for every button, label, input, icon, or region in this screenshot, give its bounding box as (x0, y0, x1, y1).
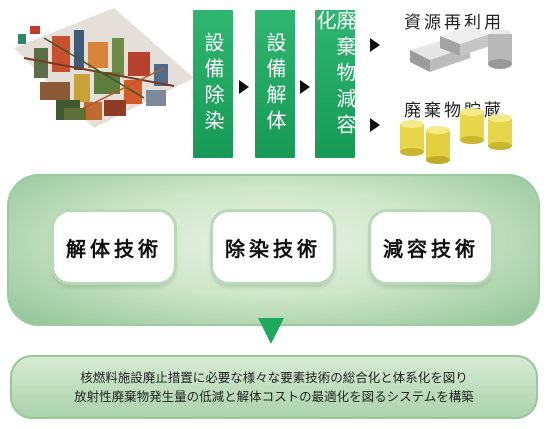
recycled-material-icon (410, 26, 512, 72)
plant-model-image (14, 8, 194, 128)
tech-label: 除染技術 (225, 236, 321, 261)
arrow-right-icon (370, 38, 380, 52)
arrow-right-icon (370, 118, 380, 132)
arrow-right-icon (239, 80, 249, 94)
technology-panel: 解体技術 除染技術 減容技術 (7, 174, 540, 326)
tech-card-dismantling: 解体技術 (54, 212, 174, 282)
tech-card-decontamination: 除染技術 (213, 212, 333, 282)
summary-line-2: 放射性廃棄物発生量の低減と解体コストの最適化を図るシステムを構築 (74, 389, 474, 404)
waste-drums-icon (400, 108, 512, 164)
arrow-right-icon (300, 80, 310, 94)
step-box-decontamination: 設備除染 (193, 10, 233, 158)
step-label: 設備除染 (201, 32, 225, 136)
output-label-reuse: 資源再利用 (404, 13, 504, 33)
step-label: 設備解体 (263, 32, 287, 136)
summary-line-1: 核燃料施設廃止措置に必要な様々な要素技術の総合化と体系化を図り (80, 370, 468, 385)
tech-card-volume-reduction: 減容技術 (371, 212, 491, 282)
step-label: 廃棄物減容化 (313, 10, 357, 140)
arrow-down-icon (258, 318, 284, 344)
tech-label: 減容技術 (383, 236, 479, 261)
step-box-dismantling: 設備解体 (255, 10, 295, 158)
tech-label: 解体技術 (66, 236, 162, 261)
step-box-volume-reduction: 廃棄物減容化 (313, 10, 357, 158)
summary-box: 核燃料施設廃止措置に必要な様々な要素技術の総合化と体系化を図り 放射性廃棄物発生… (10, 355, 538, 419)
